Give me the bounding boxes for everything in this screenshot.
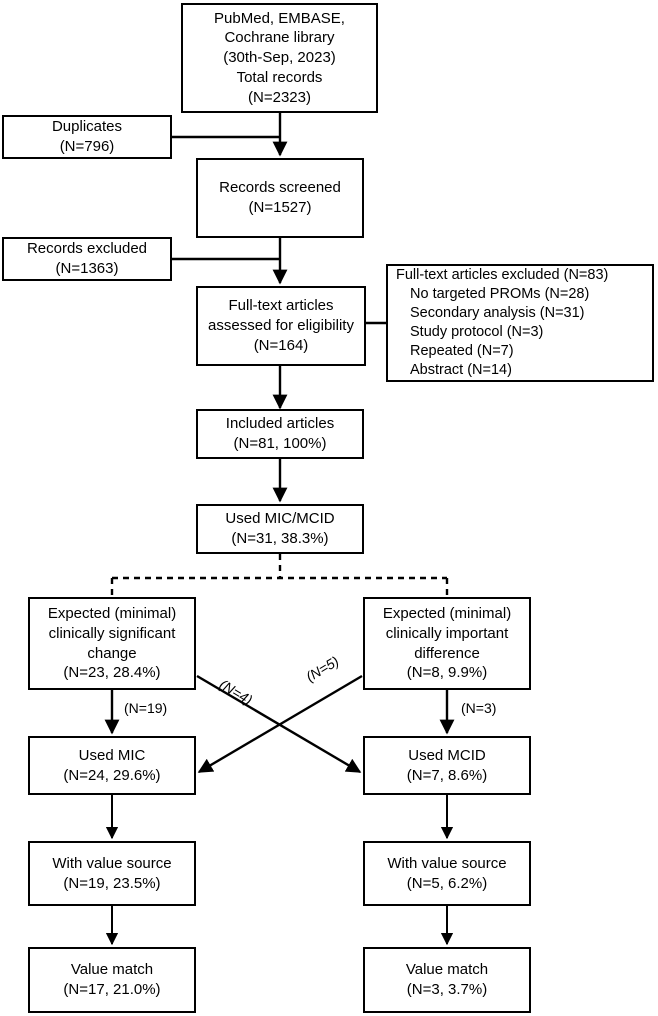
edge-label-cross-right-to-left: (N=5) [303,652,342,685]
node-line: (N=23, 28.4%) [63,664,161,682]
node-line: Included articles [225,415,335,433]
node-line: Records screened [219,179,341,197]
node-line: (N=17, 21.0%) [63,981,161,998]
node-fulltext-excluded[interactable]: Full-text articles excluded (N=83) No ta… [386,264,654,382]
node-value-match-left[interactable]: Value match (N=17, 21.0%) [28,947,196,1013]
node-line: (30th-Sep, 2023) [223,49,336,67]
node-line: change [87,644,137,662]
node-line: clinically important [385,624,509,642]
node-records-screened[interactable]: Records screened (N=1527) [196,158,364,238]
node-line: With value source [387,854,507,872]
node-line: Value match [70,961,154,979]
edge-label-cross-left-to-right: (N=4) [216,676,256,708]
node-line: PubMed, EMBASE, [214,9,345,27]
node-line: Expected (minimal) [47,604,177,622]
node-line: (N=81, 100%) [233,435,327,452]
node-line: Used MIC/MCID [225,510,335,528]
node-line: difference [414,644,480,662]
node-line: clinically significant [48,624,176,642]
node-line: Full-text articles [228,297,334,315]
node-duplicates[interactable]: Duplicates (N=796) [2,115,172,159]
edge-label-left-down: (N=19) [124,700,168,716]
node-with-value-source-right[interactable]: With value source (N=5, 6.2%) [363,841,531,906]
node-line: Used MIC [78,746,146,764]
node-line: Used MCID [408,746,486,764]
node-line: (N=7, 8.6%) [406,766,488,784]
node-line: (N=796) [59,138,115,155]
node-included-articles[interactable]: Included articles (N=81, 100%) [196,409,364,459]
node-line: Expected (minimal) [382,604,512,622]
node-used-mic[interactable]: Used MIC (N=24, 29.6%) [28,736,196,795]
node-line: Duplicates [51,118,123,136]
node-line: (N=1527) [248,199,312,216]
node-used-mic-mcid[interactable]: Used MIC/MCID (N=31, 38.3%) [196,504,364,554]
node-line: (N=24, 29.6%) [63,766,161,784]
node-line: Value match [405,961,489,979]
node-line: Cochrane library [224,29,335,47]
node-line: (N=3, 3.7%) [406,981,488,998]
node-used-mcid[interactable]: Used MCID (N=7, 8.6%) [363,736,531,795]
node-line: Repeated (N=7) [410,343,514,360]
node-line: assessed for eligibility [208,317,354,335]
node-with-value-source-left[interactable]: With value source (N=19, 23.5%) [28,841,196,906]
node-records-excluded[interactable]: Records excluded (N=1363) [2,237,172,281]
node-line: (N=19, 23.5%) [63,874,161,892]
node-line: (N=2323) [248,88,311,106]
node-records-identified[interactable]: PubMed, EMBASE, Cochrane library (30th-S… [181,3,378,113]
node-line: (N=1363) [55,260,119,277]
node-line: (N=8, 9.9%) [406,664,488,682]
node-line: No targeted PROMs (N=28) [410,285,590,302]
node-line: (N=164) [253,336,309,354]
node-expected-clinically-significant-change[interactable]: Expected (minimal) clinically significan… [28,597,196,690]
node-line: Full-text articles excluded (N=83) [396,266,609,283]
node-fulltext-assessed[interactable]: Full-text articles assessed for eligibil… [196,286,366,366]
node-expected-clinically-important-difference[interactable]: Expected (minimal) clinically important … [363,597,531,690]
node-line: With value source [52,854,172,872]
node-line: (N=31, 38.3%) [231,530,329,547]
node-line: Abstract (N=14) [410,362,512,379]
node-line: Records excluded [26,240,148,258]
node-line: Total records [236,68,323,86]
edge-label-right-down: (N=3) [461,700,497,716]
node-line: (N=5, 6.2%) [406,874,488,892]
node-line: Secondary analysis (N=31) [410,304,585,321]
node-value-match-right[interactable]: Value match (N=3, 3.7%) [363,947,531,1013]
node-line: Study protocol (N=3) [410,324,544,340]
